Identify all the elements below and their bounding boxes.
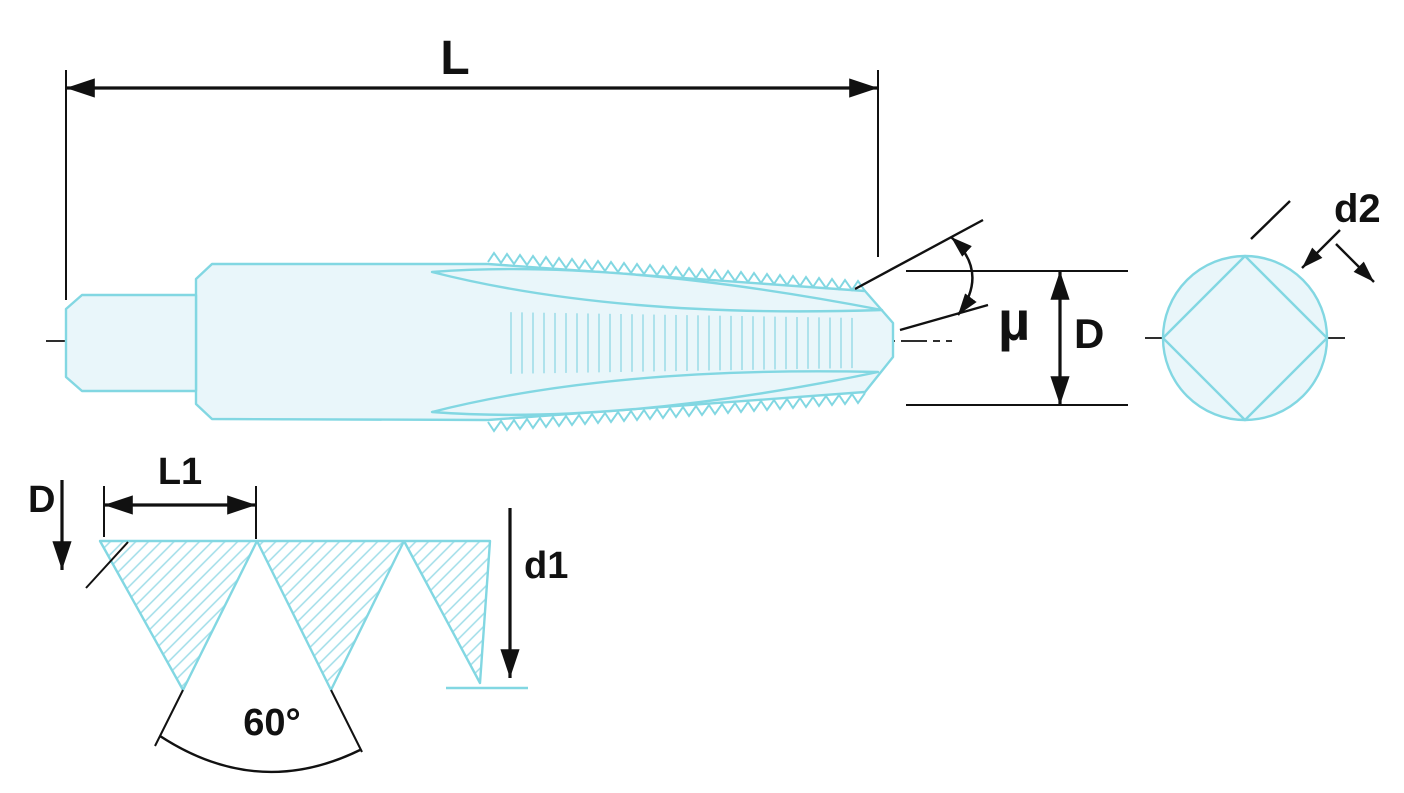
- thread-profile-teeth: [98, 539, 492, 692]
- lower-flute: [430, 370, 880, 417]
- thread-angle-arc: [159, 734, 361, 774]
- label-thread-angle: 60°: [243, 702, 300, 744]
- end-view-circle: [1161, 254, 1329, 422]
- flank-extension-left: [154, 689, 184, 747]
- label-thread-pitch: L1: [158, 451, 202, 493]
- dimension-thread-depth: d1: [500, 508, 568, 678]
- label-overall-length: L: [440, 32, 469, 85]
- dimension-square-drive: d2: [1250, 187, 1381, 283]
- dimension-chamfer-angle: µ: [854, 218, 1030, 352]
- thread-serration-top: [487, 251, 866, 292]
- chamfer-extension-line: [854, 218, 984, 291]
- label-profile-diameter: D: [28, 479, 55, 521]
- dimension-thread-angle: 60°: [154, 689, 363, 774]
- flute-hatch-band: [502, 312, 858, 374]
- label-chamfer-angle: µ: [998, 289, 1030, 352]
- label-thread-depth: d1: [524, 545, 568, 587]
- d2-extension-tick: [1250, 200, 1291, 240]
- angle-reference-line: [899, 303, 989, 332]
- angle-arc: [950, 236, 977, 316]
- thread-serration-bottom: [487, 392, 866, 433]
- tap-side-view: [64, 251, 895, 433]
- thread-profile-detail: [98, 539, 528, 692]
- tap-end-view: [1145, 254, 1345, 422]
- dimension-profile-diameter: D: [28, 479, 129, 589]
- d2-arrow-upper: [1301, 229, 1341, 269]
- upper-flute: [430, 267, 884, 313]
- dimension-pitch: L1: [103, 451, 257, 539]
- end-view-square: [1161, 254, 1329, 422]
- tap-square-shank: [64, 293, 198, 393]
- label-nominal-diameter: D: [1074, 310, 1104, 357]
- label-square-drive: d2: [1334, 187, 1381, 231]
- D-surface-tick: [85, 541, 129, 589]
- dimension-overall-length: L: [65, 32, 879, 300]
- d2-arrow-lower: [1335, 243, 1375, 283]
- dimension-diameter: D: [906, 270, 1128, 406]
- flank-extension-right: [330, 689, 363, 753]
